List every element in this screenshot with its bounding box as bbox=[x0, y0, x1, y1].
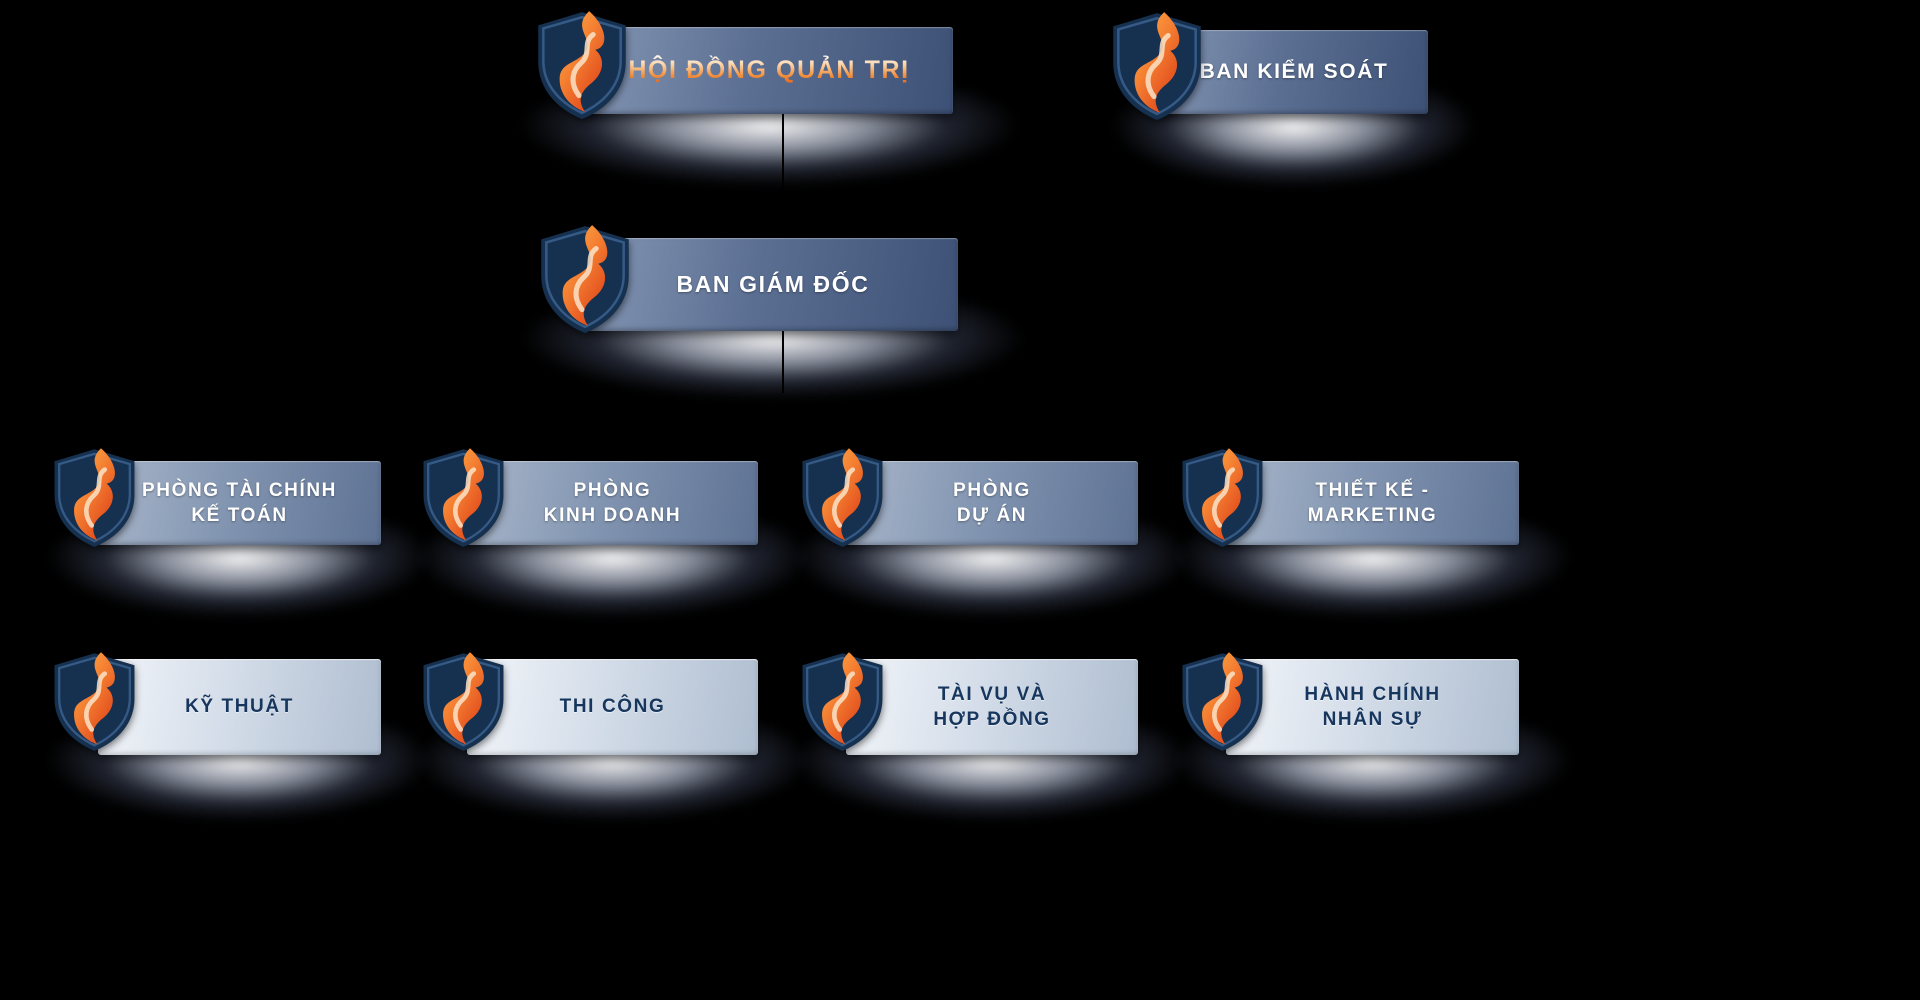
org-node-tai-vu-va-hop-dong: TÀI VỤ VÀ HỢP ĐỒNG bbox=[793, 659, 1191, 822]
node-box: PHÒNG DỰ ÁN bbox=[846, 461, 1138, 545]
node-label: BAN GIÁM ĐỐC bbox=[676, 271, 870, 298]
org-node-phong-du-an: PHÒNG DỰ ÁN bbox=[793, 461, 1191, 619]
node-label: THIẾT KẾ - MARKETING bbox=[1307, 479, 1438, 526]
node-label: BAN KIỂM SOÁT bbox=[1199, 60, 1389, 84]
org-node-hanh-chinh-nhan-su: HÀNH CHÍNH NHÂN SỰ bbox=[1173, 659, 1572, 822]
node-box: THI CÔNG bbox=[467, 659, 758, 755]
node-box: HỘI ĐỒNG QUẢN TRỊ bbox=[585, 27, 953, 114]
org-node-ky-thuat: KỸ THUẬT bbox=[47, 659, 432, 822]
node-box: HÀNH CHÍNH NHÂN SỰ bbox=[1226, 659, 1519, 755]
org-node-phong-tai-chinh-ke-toan: PHÒNG TÀI CHÍNH KẾ TOÁN bbox=[47, 461, 432, 619]
connector-management-down bbox=[782, 330, 784, 393]
node-box: PHÒNG TÀI CHÍNH KẾ TOÁN bbox=[98, 461, 381, 545]
node-label: KỸ THUẬT bbox=[185, 696, 294, 718]
node-label: TÀI VỤ VÀ HỢP ĐỒNG bbox=[933, 683, 1051, 730]
node-label: PHÒNG DỰ ÁN bbox=[953, 479, 1031, 526]
node-box: THIẾT KẾ - MARKETING bbox=[1226, 461, 1519, 545]
node-box: PHÒNG KINH DOANH bbox=[467, 461, 758, 545]
node-label: PHÒNG TÀI CHÍNH KẾ TOÁN bbox=[142, 479, 337, 526]
node-box: TÀI VỤ VÀ HỢP ĐỒNG bbox=[846, 659, 1138, 755]
node-box: BAN KIỂM SOÁT bbox=[1160, 30, 1428, 114]
node-label: PHÒNG KINH DOANH bbox=[543, 479, 682, 526]
node-label: HÀNH CHÍNH NHÂN SỰ bbox=[1304, 683, 1441, 730]
node-box: BAN GIÁM ĐỐC bbox=[588, 238, 958, 331]
org-node-hoi-dong-quan-tri: HỘI ĐỒNG QUẢN TRỊ bbox=[518, 27, 1020, 186]
org-node-thiet-ke-marketing: THIẾT KẾ - MARKETING bbox=[1173, 461, 1572, 619]
org-node-thi-cong: THI CÔNG bbox=[414, 659, 811, 822]
node-label: THI CÔNG bbox=[559, 696, 666, 718]
node-label: HỘI ĐỒNG QUẢN TRỊ bbox=[628, 54, 909, 87]
org-node-phong-kinh-doanh: PHÒNG KINH DOANH bbox=[414, 461, 811, 619]
node-box: KỸ THUẬT bbox=[98, 659, 381, 755]
connector-board-to-management bbox=[782, 113, 784, 239]
org-node-ban-kiem-soat: BAN KIỂM SOÁT bbox=[1160, 30, 1477, 188]
org-node-ban-giam-doc: BAN GIÁM ĐỐC bbox=[521, 238, 1025, 400]
